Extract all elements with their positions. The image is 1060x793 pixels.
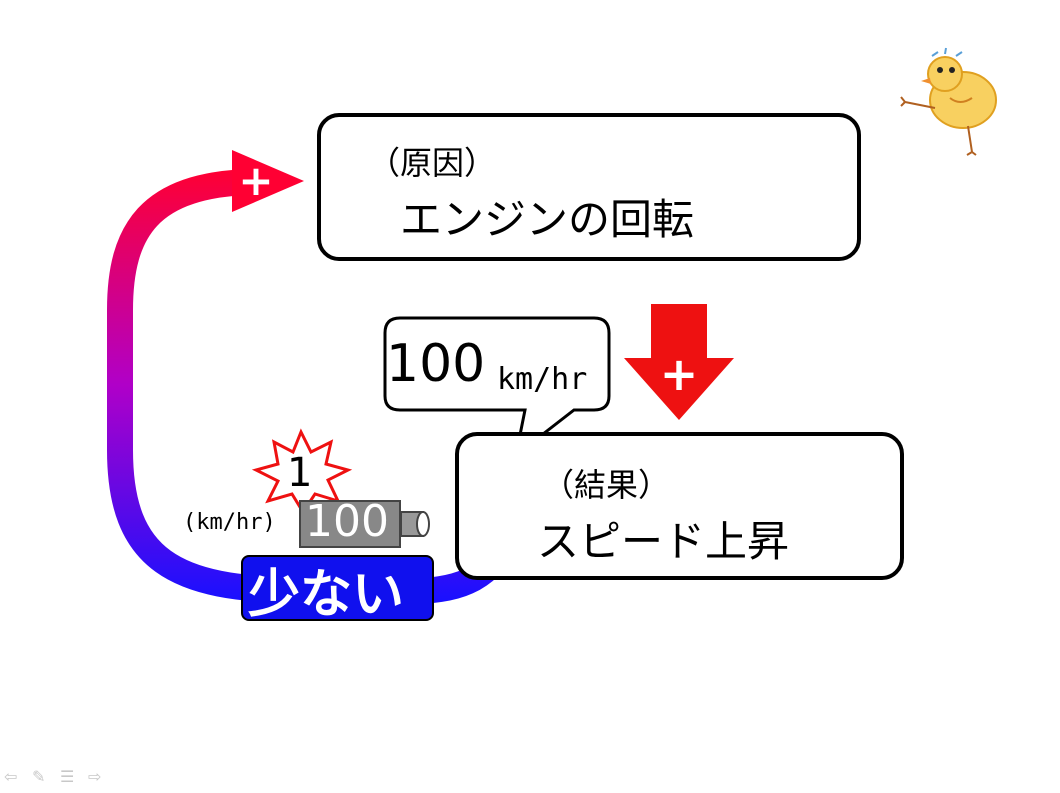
down-plus-sign: + [660,347,699,401]
cause-box [317,113,861,261]
cause-tag: （原因） [368,144,497,182]
low-badge [241,555,434,621]
next-arrow-icon[interactable]: ⇨ [88,767,102,786]
meter-value: 100 [305,496,389,547]
menu-icon[interactable]: ☰ [60,767,75,786]
result-label: スピード上昇 [537,517,790,566]
chick-doodle [900,47,997,156]
down-arrow [624,304,734,420]
prev-arrow-icon[interactable]: ⇦ [4,767,18,786]
low-badge-label: 少ない [248,565,405,625]
slide-nav-bar: ⇦ ✎ ☰ ⇨ [4,768,108,786]
speed-bubble-value: 100 [386,334,486,394]
feedback-arrow-head [232,150,304,212]
loop-plus-sign: + [238,156,273,205]
result-box [455,432,904,580]
result-tag: （結果） [542,466,671,504]
star-value: 1 [287,450,313,496]
meter-unit: (km/hr) [183,510,276,535]
speedometer-display [299,500,401,548]
pen-icon[interactable]: ✎ [32,767,46,786]
speed-bubble-unit: km/hr [497,362,588,397]
cause-label: エンジンの回転 [400,195,695,244]
meter-cylinder-cap [416,511,430,537]
